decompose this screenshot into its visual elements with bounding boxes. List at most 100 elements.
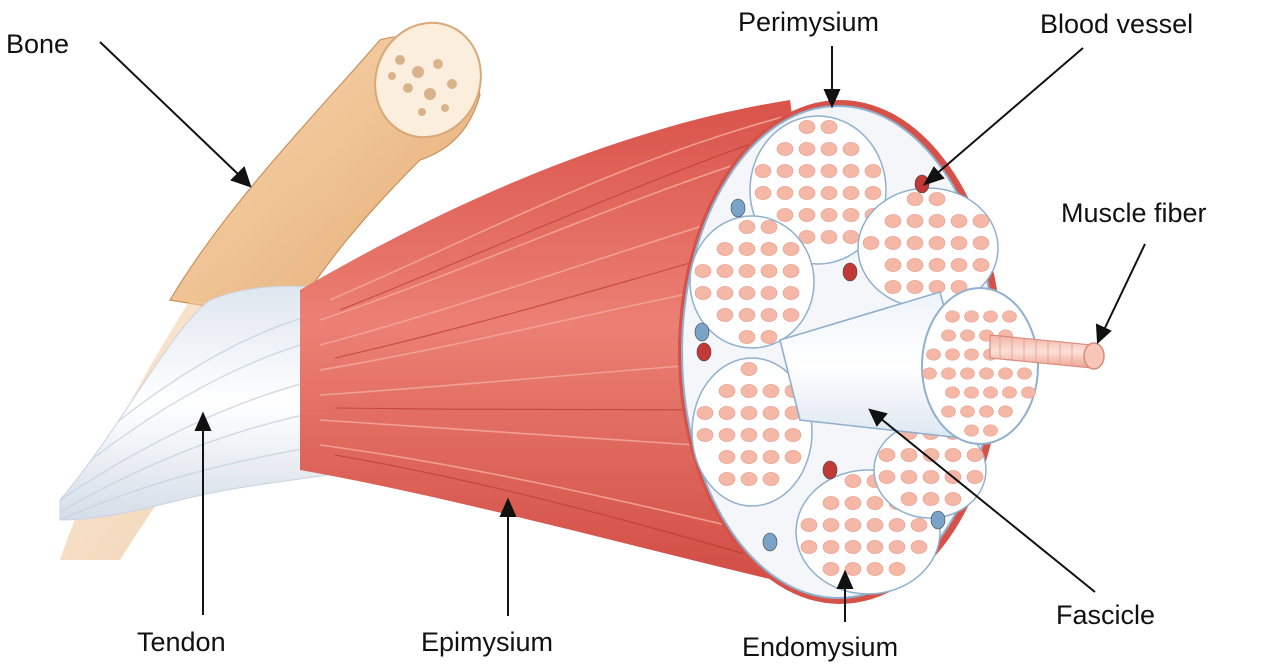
bone-arrow bbox=[100, 42, 250, 186]
muscle-fiber-section bbox=[945, 448, 961, 461]
muscle-fiber-section bbox=[867, 496, 883, 509]
muscle-fiber-section bbox=[823, 562, 839, 575]
fascicle-fiber-section bbox=[999, 406, 1013, 417]
muscle-fiber-section bbox=[783, 308, 799, 321]
muscle-fiber-section bbox=[761, 286, 777, 299]
label-endomysium: Endomysium bbox=[742, 632, 898, 662]
muscle-fiber-section bbox=[901, 492, 917, 505]
muscle-fiber-section bbox=[719, 384, 735, 397]
fascicle-fiber-section bbox=[1003, 311, 1017, 322]
muscle-fiber-section bbox=[967, 448, 983, 461]
muscle-fiber-section bbox=[863, 236, 879, 249]
muscle-fiber-section bbox=[821, 120, 837, 133]
fascicle-fiber-section bbox=[980, 406, 994, 417]
muscle-fiber-section bbox=[907, 258, 923, 271]
label-muscle-fiber: Muscle fiber bbox=[1061, 198, 1207, 228]
muscle-fiber-arrow bbox=[1097, 244, 1145, 342]
muscle-fiber-section bbox=[911, 540, 927, 553]
blood-vessel-section bbox=[731, 199, 745, 217]
blood-vessel-section bbox=[843, 263, 857, 281]
muscle-fiber-section bbox=[907, 236, 923, 249]
muscle-fiber-section bbox=[951, 214, 967, 227]
fascicle-fiber-section bbox=[946, 387, 960, 398]
muscle-fiber-section bbox=[823, 540, 839, 553]
muscle-fiber-section bbox=[885, 258, 901, 271]
label-bone: Bone bbox=[6, 29, 69, 59]
muscle-fiber-section bbox=[889, 562, 905, 575]
muscle-fiber-section bbox=[739, 308, 755, 321]
blood-vessel-section bbox=[697, 343, 711, 361]
fascicle-fiber-section bbox=[965, 387, 979, 398]
muscle-fiber-section bbox=[901, 470, 917, 483]
muscle-fiber-section bbox=[761, 308, 777, 321]
muscle-fiber-section bbox=[741, 472, 757, 485]
muscle-fiber-section bbox=[845, 540, 861, 553]
muscle-fiber-section bbox=[929, 280, 945, 293]
muscle-fiber-section bbox=[885, 236, 901, 249]
muscle-fiber-section bbox=[845, 518, 861, 531]
fascicle-fiber-section bbox=[946, 311, 960, 322]
fascicle-fiber-section bbox=[965, 349, 979, 360]
fascicle-fiber-section bbox=[984, 425, 998, 436]
muscle-fiber-section bbox=[973, 214, 989, 227]
muscle-fiber-section bbox=[865, 186, 881, 199]
fascicle-fiber-section bbox=[923, 368, 937, 379]
muscle-fiber-section bbox=[823, 518, 839, 531]
muscle-fiber-section bbox=[719, 450, 735, 463]
fascicle-fiber-section bbox=[965, 425, 979, 436]
fascicle-fiber-section bbox=[961, 406, 975, 417]
muscle-fiber-section bbox=[785, 428, 801, 441]
muscle-fiber-section bbox=[823, 496, 839, 509]
muscle-fiber-section bbox=[867, 518, 883, 531]
muscle-fiber-section bbox=[973, 236, 989, 249]
label-tendon: Tendon bbox=[137, 627, 226, 657]
muscle-fiber-section bbox=[929, 236, 945, 249]
muscle-fiber-section bbox=[911, 518, 927, 531]
fascicle-fiber-section bbox=[942, 406, 956, 417]
muscle-fiber-section bbox=[777, 164, 793, 177]
fascicle-fiber-section bbox=[1018, 368, 1032, 379]
muscle-fiber-section bbox=[845, 474, 861, 487]
muscle-fiber-section bbox=[945, 492, 961, 505]
muscle-fiber-section bbox=[717, 264, 733, 277]
muscle-fiber-section bbox=[697, 406, 713, 419]
fascicle-fiber-section bbox=[1022, 387, 1036, 398]
epimysium-arrow bbox=[501, 500, 515, 616]
muscle-fiber-section bbox=[923, 470, 939, 483]
muscle-fiber-section bbox=[951, 236, 967, 249]
muscle-fiber-section bbox=[865, 164, 881, 177]
muscle-fiber-section bbox=[885, 214, 901, 227]
muscle-fiber-section bbox=[799, 186, 815, 199]
muscle-fiber-section bbox=[763, 472, 779, 485]
muscle-fiber-section bbox=[951, 258, 967, 271]
muscle-fiber-section bbox=[697, 428, 713, 441]
muscle-fiber-section bbox=[763, 450, 779, 463]
muscle-fiber-section bbox=[843, 186, 859, 199]
muscle-fiber-section bbox=[843, 142, 859, 155]
muscle-fiber-section bbox=[973, 258, 989, 271]
muscle-fiber-section bbox=[783, 242, 799, 255]
muscle-fiber-section bbox=[785, 450, 801, 463]
muscle-fiber-section bbox=[741, 406, 757, 419]
muscle-fiber-section bbox=[907, 214, 923, 227]
blood-vessel-section bbox=[763, 533, 777, 551]
muscle-fiber-section bbox=[799, 142, 815, 155]
label-blood-vessel: Blood vessel bbox=[1040, 9, 1193, 39]
muscle-fiber-section bbox=[843, 208, 859, 221]
muscle-fiber-section bbox=[929, 214, 945, 227]
muscle-fiber-section bbox=[843, 230, 859, 243]
muscle-fiber-section bbox=[801, 518, 817, 531]
label-perimysium: Perimysium bbox=[738, 7, 879, 37]
muscle-fiber-section bbox=[783, 264, 799, 277]
muscle-fiber-section bbox=[929, 192, 945, 205]
muscle-fiber-section bbox=[901, 448, 917, 461]
muscle-fiber-section bbox=[739, 264, 755, 277]
muscle-fiber-section bbox=[967, 470, 983, 483]
muscle-fiber-section bbox=[821, 142, 837, 155]
fascicle-fiber-section bbox=[961, 368, 975, 379]
fascicle-fiber-section bbox=[999, 368, 1013, 379]
muscle-fiber-section bbox=[763, 384, 779, 397]
muscle-fiber-section bbox=[777, 186, 793, 199]
